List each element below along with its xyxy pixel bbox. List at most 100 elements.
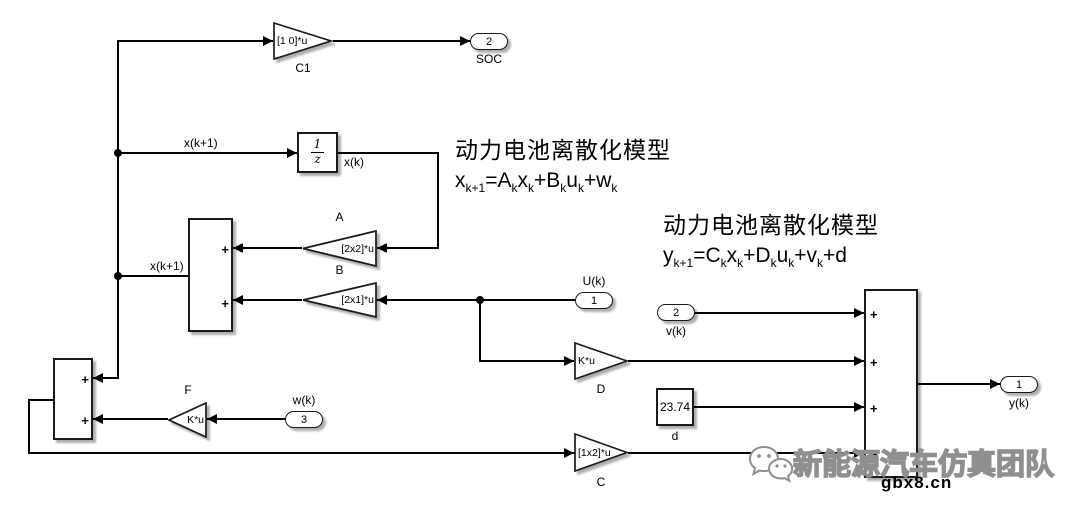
gain-block-c[interactable]: [1x2]*u (574, 433, 628, 472)
wire-to-gain-d[interactable] (479, 360, 574, 362)
gain-value: K*u (578, 355, 595, 367)
wire-vk-to-sum-out[interactable] (695, 312, 864, 314)
plus-sign: + (870, 401, 878, 416)
wechat-icon (748, 445, 794, 483)
annotation-state-model[interactable]: 动力电池离散化模型 xk+1=Akxk+Bkuk+wk (455, 137, 671, 200)
port-number: 1 (590, 294, 598, 307)
wire-to-yk-outport[interactable] (918, 383, 1000, 385)
wire-uk-branch-vertical[interactable] (479, 299, 481, 361)
sum-block-output[interactable]: + + + + (864, 289, 918, 478)
block-label-f: F (184, 383, 192, 397)
port-label-yk: y(k) (1009, 396, 1029, 410)
arrowhead-icon (263, 36, 273, 46)
gain-value: [1 0]*u (277, 35, 308, 47)
block-label-c1: C1 (295, 61, 311, 75)
watermark-text: 新能源汽车仿真团队 (792, 448, 1055, 481)
constant-value: 23.74 (659, 400, 691, 414)
sum-block-noise[interactable]: + + (53, 358, 93, 440)
annotation-formula: xk+1=Akxk+Bkuk+wk (455, 169, 618, 196)
wire-to-sum-left-input1[interactable] (93, 377, 119, 379)
wire-constant-to-sum-out[interactable] (694, 406, 864, 408)
fraction-numerator: 1 (310, 137, 325, 153)
wire-bottom-vertical[interactable] (28, 399, 30, 454)
wire-wk-to-gain-f[interactable] (207, 418, 285, 420)
port-number: 1 (1015, 378, 1023, 391)
wire-bottom-to-gain-c[interactable] (28, 452, 575, 454)
annotation-output-model[interactable]: 动力电池离散化模型 yk+1=Ckxk+Dkuk+vk+d (663, 212, 879, 275)
wire-sum-left-out[interactable] (28, 399, 54, 401)
block-label-c: C (596, 475, 606, 489)
outport-yk[interactable]: 1 (1000, 376, 1038, 393)
gain-triangle-left-icon (168, 402, 207, 438)
wire-delay-out-vertical[interactable] (437, 152, 439, 249)
wire-gain-c1-to-soc[interactable] (333, 40, 470, 42)
plus-sign: + (870, 447, 878, 462)
wire-gain-f-to-sum[interactable] (93, 418, 168, 420)
gain-triangle-left-icon (302, 230, 377, 267)
plus-sign: + (870, 307, 878, 322)
gain-value: [2x1]*u (341, 294, 374, 306)
plus-sign: + (81, 372, 89, 387)
gain-block-c1[interactable]: [1 0]*u (273, 22, 333, 60)
arrowhead-icon (854, 308, 864, 318)
junction-dot (476, 296, 484, 304)
arrowhead-icon (854, 356, 864, 366)
port-label-vk: v(k) (666, 324, 686, 338)
annotation-title: 动力电池离散化模型 (455, 137, 671, 163)
signal-label-x-next: x(k+1) (184, 136, 218, 150)
gain-triangle-right-icon (574, 433, 628, 472)
wire-gain-b-to-sum[interactable] (233, 299, 302, 301)
gain-value: [1x2]*u (578, 446, 611, 459)
wire-main-feedback-vertical[interactable] (117, 40, 119, 379)
port-label-uk: U(k) (582, 274, 606, 288)
arrowhead-icon (564, 356, 574, 366)
arrowhead-icon (233, 243, 243, 253)
arrowhead-icon (377, 243, 387, 253)
port-number: 2 (672, 306, 680, 319)
arrowhead-icon (460, 36, 470, 46)
arrowhead-icon (564, 448, 574, 458)
inport-vk[interactable]: 2 (657, 304, 695, 321)
annotation-title: 动力电池离散化模型 (663, 212, 879, 238)
outport-soc[interactable]: 2 (470, 33, 508, 50)
wire-sum-state-out[interactable] (117, 275, 188, 277)
plus-sign: + (221, 242, 229, 257)
arrowhead-icon (287, 148, 297, 158)
arrowhead-icon (207, 414, 217, 424)
wire-gain-c-to-sum-out[interactable] (628, 452, 864, 454)
sum-block-state[interactable]: + + (188, 218, 233, 332)
junction-dot (114, 272, 122, 280)
arrowhead-icon (93, 373, 103, 383)
gain-block-b[interactable]: [2x1]*u (302, 282, 377, 318)
wire-gain-d-to-sum-out[interactable] (628, 360, 864, 362)
gain-block-f[interactable]: K*u (168, 402, 207, 438)
block-label-d: d (671, 429, 679, 443)
wire-to-unit-delay[interactable] (117, 152, 297, 154)
block-label-b: B (335, 263, 344, 277)
wire-to-gain-c1[interactable] (117, 40, 273, 42)
arrowhead-icon (990, 379, 1000, 389)
wire-delay-out-horizontal[interactable] (338, 152, 439, 154)
port-label-wk: w(k) (292, 393, 316, 407)
arrowhead-icon (854, 448, 864, 458)
gain-triangle-right-icon (273, 22, 333, 60)
wire-gain-a-to-sum[interactable] (233, 247, 302, 249)
watermark-url: gbx8.cn (881, 473, 953, 492)
inport-uk[interactable]: 1 (575, 292, 613, 309)
port-number: 3 (300, 413, 308, 426)
arrowhead-icon (93, 414, 103, 424)
gain-block-a[interactable]: [2x2]*u (302, 230, 377, 267)
gain-triangle-left-icon (302, 282, 377, 318)
junction-dot (114, 149, 122, 157)
plus-sign: + (81, 413, 89, 428)
arrowhead-icon (854, 402, 864, 412)
gain-block-d[interactable]: K*u (574, 342, 628, 380)
wire-to-gain-a[interactable] (377, 247, 439, 249)
arrowhead-icon (233, 295, 243, 305)
constant-block-d[interactable]: 23.74 (656, 388, 694, 426)
signal-label-x-next-2: x(k+1) (150, 259, 184, 273)
inport-wk[interactable]: 3 (285, 411, 323, 428)
port-number: 2 (485, 35, 493, 48)
unit-delay-block[interactable]: 1 z (297, 132, 338, 173)
